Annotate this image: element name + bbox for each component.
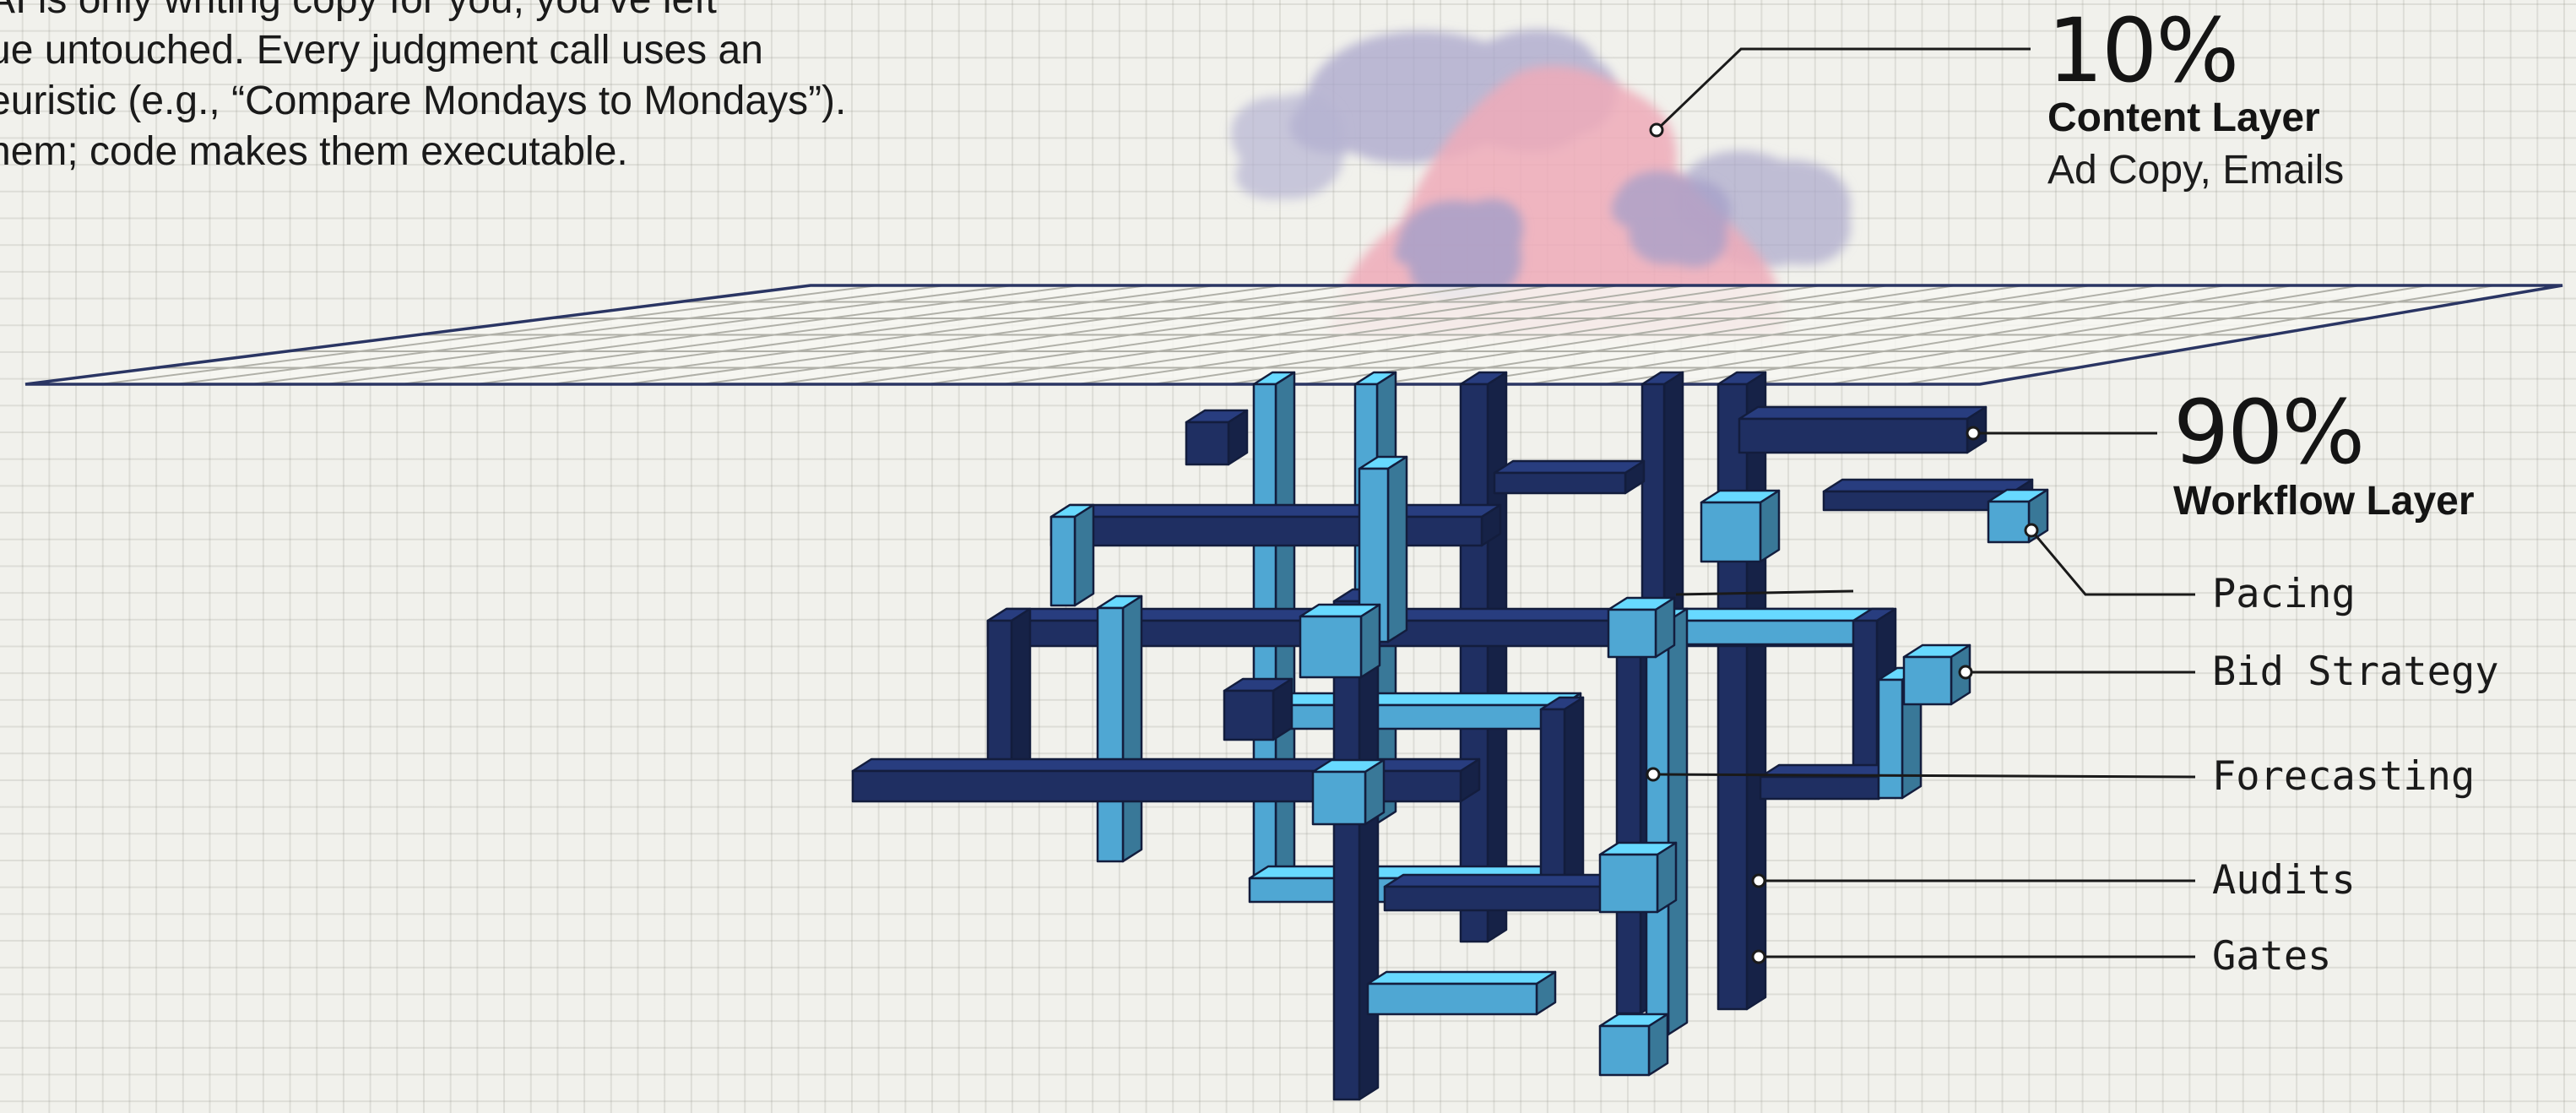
pipe-front-face [1760, 777, 1879, 799]
intro-line: AI is only writing copy for you, you've … [0, 0, 959, 25]
workflow-structure-illustration [853, 372, 2047, 1099]
pipe-dark [1186, 410, 1247, 464]
pipe-front-face [988, 621, 1011, 771]
pipe-light [1701, 491, 1779, 562]
pipe-side-face [1747, 372, 1765, 1009]
callout-pacing: Pacing [2212, 574, 2356, 614]
pipe-dark [853, 759, 1479, 801]
callout-gates: Gates [2212, 937, 2331, 976]
pipe-light [1646, 609, 1687, 1034]
content-layer-title: Content Layer [2047, 98, 2320, 138]
pipe-side-face [1657, 843, 1676, 912]
pipe-light [1250, 693, 1581, 729]
pipe-front-face [1646, 621, 1668, 1034]
pipe-front-face [1313, 772, 1365, 824]
pipe-top-face [1250, 693, 1581, 705]
pipe-top-face [1385, 875, 1623, 887]
pipe-light [1051, 505, 1093, 605]
pipe-side-face [1656, 598, 1674, 657]
pipe-light [1600, 1014, 1668, 1075]
pacing-leader [2031, 530, 2195, 595]
workflow-layer-title: Workflow Layer [2173, 481, 2475, 522]
pipe-side-face [1565, 698, 1583, 891]
pipe-front-face [1461, 384, 1488, 942]
callout-bid-strategy: Bid Strategy [2212, 652, 2499, 692]
pipe-light [1300, 605, 1380, 677]
pipe-side-face [1488, 372, 1506, 942]
pipe-dark [1385, 875, 1623, 910]
callout-audits: Audits [2212, 861, 2356, 900]
pipe-side-face [1075, 505, 1093, 605]
pipe-dark [1718, 372, 1765, 1009]
pipe-front-face [1250, 705, 1562, 729]
pipe-dark [1494, 461, 1644, 493]
pipe-front-face [1051, 517, 1075, 605]
pipe-top-face [1739, 407, 1986, 419]
workflow-layer-percent: 90% [2173, 388, 2363, 476]
pipe-front-face [1541, 709, 1565, 891]
pipe-light [1313, 760, 1384, 824]
pipe-front-face [1988, 502, 2029, 542]
pipe-front-face [1718, 384, 1747, 1009]
pipe-side-face [1668, 609, 1687, 1034]
content-layer-leader [1657, 49, 2031, 130]
pipe-dark [1739, 407, 1986, 453]
intro-paragraph: AI is only writing copy for you, you've … [0, 0, 959, 177]
intro-line: euristic (e.g., “Compare Mondays to Mond… [0, 76, 959, 127]
pipe-light [1368, 972, 1555, 1014]
pipe-side-face [1273, 679, 1292, 740]
pipe-front-face [1494, 473, 1625, 493]
pipe-dark [1051, 505, 1500, 546]
pipe-front-face [1608, 610, 1656, 657]
pipe-dark [1541, 698, 1583, 891]
pipe-top-face [1051, 505, 1500, 517]
pipe-top-face [1494, 461, 1644, 473]
pipe-top-face [853, 759, 1479, 771]
pipe-dark [988, 609, 1030, 771]
pipe-light [1608, 598, 1674, 657]
pipe-front-face [1824, 491, 2014, 510]
pipe-front-face [1600, 855, 1657, 912]
callout-forecasting: Forecasting [2212, 757, 2475, 796]
pipe-side-face [1760, 491, 1779, 562]
pipe-front-face [1739, 419, 1967, 453]
pipe-front-face [1385, 887, 1604, 910]
pipe-side-face [1649, 1014, 1668, 1075]
pipe-front-face [1186, 422, 1228, 464]
intro-line: hem; code makes them executable. [0, 127, 959, 177]
intro-line: ue untouched. Every judgment call uses a… [0, 25, 959, 76]
pipe-side-face [1365, 760, 1384, 824]
pipe-front-face [1098, 608, 1123, 861]
content-layer-subtitle: Ad Copy, Emails [2047, 150, 2344, 191]
pipe-front-face [1617, 621, 1641, 1013]
pipe-top-face [1368, 972, 1555, 984]
pipe-front-face [1904, 657, 1951, 704]
pipe-front-face [1701, 502, 1760, 562]
pipe-side-face [1123, 596, 1142, 861]
pipe-front-face [1224, 691, 1273, 740]
pipe-front-face [1368, 984, 1537, 1014]
pipe-dark [1224, 679, 1292, 740]
pipe-light [1098, 596, 1142, 861]
pipe-front-face [1600, 1026, 1649, 1075]
pipe-side-face [1361, 605, 1380, 677]
content-layer-percent: 10% [2047, 7, 2237, 95]
surface-plane [25, 285, 2562, 384]
pipe-front-face [1300, 616, 1361, 677]
pipe-side-face [1011, 609, 1030, 771]
pipe-front-face [1051, 517, 1482, 546]
pipe-top-face [1824, 480, 2032, 491]
pipe-side-face [1388, 457, 1407, 642]
pipe-light [1988, 490, 2047, 542]
pipe-dark [1760, 765, 1897, 799]
pipe-front-face [1879, 680, 1902, 798]
pacing-leader-back [1676, 591, 1853, 595]
pipe-light [1600, 843, 1676, 912]
pipe-dark [1461, 372, 1506, 942]
